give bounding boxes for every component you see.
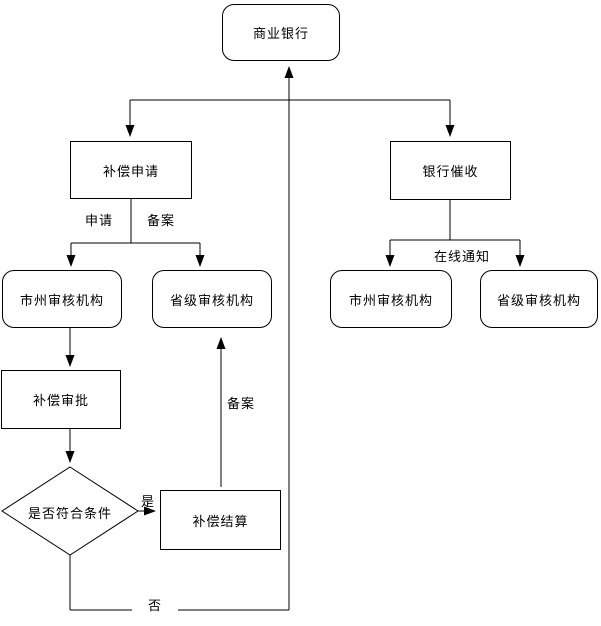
node-city-review-right: 市州审核机构: [330, 270, 452, 328]
node-commercial-bank: 商业银行: [222, 4, 340, 61]
node-bank-collection: 银行催收: [390, 141, 511, 200]
node-compensation-settlement: 补偿结算: [160, 490, 281, 550]
edge-label-record-top: 备案: [146, 214, 175, 229]
node-compensation-approval: 补偿审批: [1, 370, 121, 429]
edge-label-no: 否: [132, 596, 178, 617]
node-provincial-review-left: 省级审核机构: [152, 270, 272, 328]
node-city-review-left: 市州审核机构: [2, 270, 122, 328]
edge-label-online-notice: 在线通知: [433, 250, 490, 265]
node-decision-label: 是否符合条件: [27, 507, 112, 522]
edge-label-apply: 申请: [84, 214, 113, 229]
decision-diamond-shape: [1, 466, 139, 556]
edge-label-yes: 是: [140, 495, 155, 510]
node-provincial-review-right: 省级审核机构: [480, 270, 598, 328]
node-compensation-application: 补偿申请: [70, 141, 192, 199]
edge-label-record-mid: 备案: [226, 397, 255, 412]
